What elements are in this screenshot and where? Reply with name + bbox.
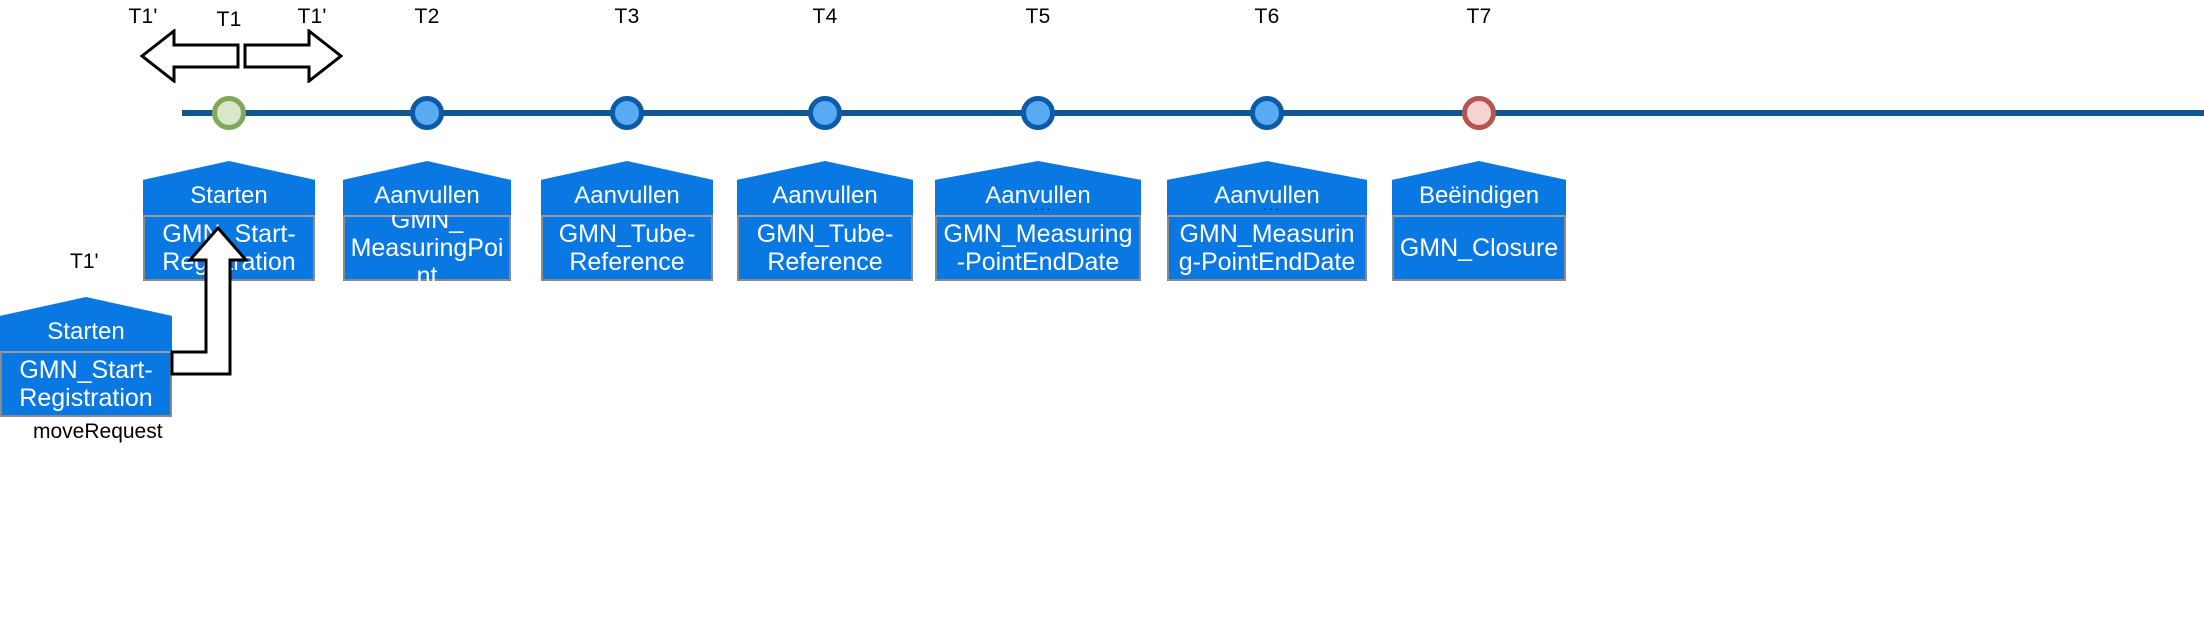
event-roof: Aanvullen [343, 161, 511, 215]
event-shape-move-request[interactable]: Starten GMN_Start-Registration [0, 297, 172, 417]
event-roof: Starten [0, 297, 172, 351]
event-name-label: GMN_Closure [1392, 215, 1566, 281]
tick-label-t4: T4 [812, 5, 838, 28]
right-block-arrow [243, 29, 343, 83]
event-roof: Beëindigen [1392, 161, 1566, 215]
event-shape-t3[interactable]: Aanvullen GMN_Tube-Reference [541, 161, 713, 281]
event-roof: Aanvullen ... [1167, 161, 1367, 215]
move-request-caption: moveRequest [33, 420, 163, 443]
event-action-label: Aanvullen [574, 182, 680, 209]
timeline-node-t1[interactable] [212, 96, 246, 130]
event-name-label: GMN_Tube-Reference [541, 215, 713, 281]
event-action-label: Starten [190, 182, 268, 209]
timeline-axis [182, 110, 2204, 116]
event-shape-t1[interactable]: Starten GMN_Start-Registration [143, 161, 315, 281]
event-action-label: Aanvullen [374, 182, 480, 209]
tick-label-t3: T3 [614, 5, 640, 28]
tick-label-t6: T6 [1254, 5, 1280, 28]
event-action-label: Starten [47, 318, 125, 345]
event-name-label: GMN_Tube-Reference [737, 215, 913, 281]
event-roof: Aanvullen [541, 161, 713, 215]
event-shape-t7[interactable]: Beëindigen GMN_Closure [1392, 161, 1566, 281]
timeline-node-t3[interactable] [610, 96, 644, 130]
event-roof: Starten [143, 161, 315, 215]
move-request-tick-label: T1' [70, 250, 99, 273]
left-block-arrow [140, 29, 240, 83]
timeline-node-t7[interactable] [1462, 96, 1496, 130]
event-roof: Aanvullen [737, 161, 913, 215]
event-shape-t4[interactable]: Aanvullen GMN_Tube-Reference [737, 161, 913, 281]
event-roof: Aanvullen ... [935, 161, 1141, 215]
event-ellipsis: ... [1034, 197, 1053, 214]
tick-label-t5: T5 [1025, 5, 1051, 28]
timeline-node-t4[interactable] [808, 96, 842, 130]
tick-label-t7: T7 [1466, 5, 1492, 28]
event-name-label: GMN_Measuring-PointEndDate [935, 215, 1141, 281]
event-ellipsis: ... [1263, 197, 1282, 214]
event-action-label: Aanvullen [772, 182, 878, 209]
event-shape-t2[interactable]: Aanvullen GMN_ MeasuringPoint [343, 161, 511, 290]
timeline-node-t2[interactable] [410, 96, 444, 130]
event-action-label: Aanvullen [1214, 182, 1320, 209]
timeline-node-t6[interactable] [1250, 96, 1284, 130]
timeline-node-t5[interactable] [1021, 96, 1055, 130]
tick-label-t1: T1 [216, 8, 242, 31]
tick-label-t2: T2 [414, 5, 440, 28]
event-name-label: GMN_Measuring-PointEndDate [1167, 215, 1367, 281]
split-label-right: T1' [297, 5, 327, 28]
event-name-label: GMN_Start-Registration [0, 351, 172, 417]
event-action-label: Beëindigen [1418, 182, 1540, 209]
event-name-label: GMN_Start-Registration [143, 215, 315, 281]
event-shape-t6[interactable]: Aanvullen ... GMN_Measuring-PointEndDate [1167, 161, 1367, 281]
event-action-label: Aanvullen [985, 182, 1091, 209]
event-name-label: GMN_ MeasuringPoint [343, 206, 511, 290]
split-label-left: T1' [128, 5, 158, 28]
event-shape-t5[interactable]: Aanvullen ... GMN_Measuring-PointEndDate [935, 161, 1141, 281]
